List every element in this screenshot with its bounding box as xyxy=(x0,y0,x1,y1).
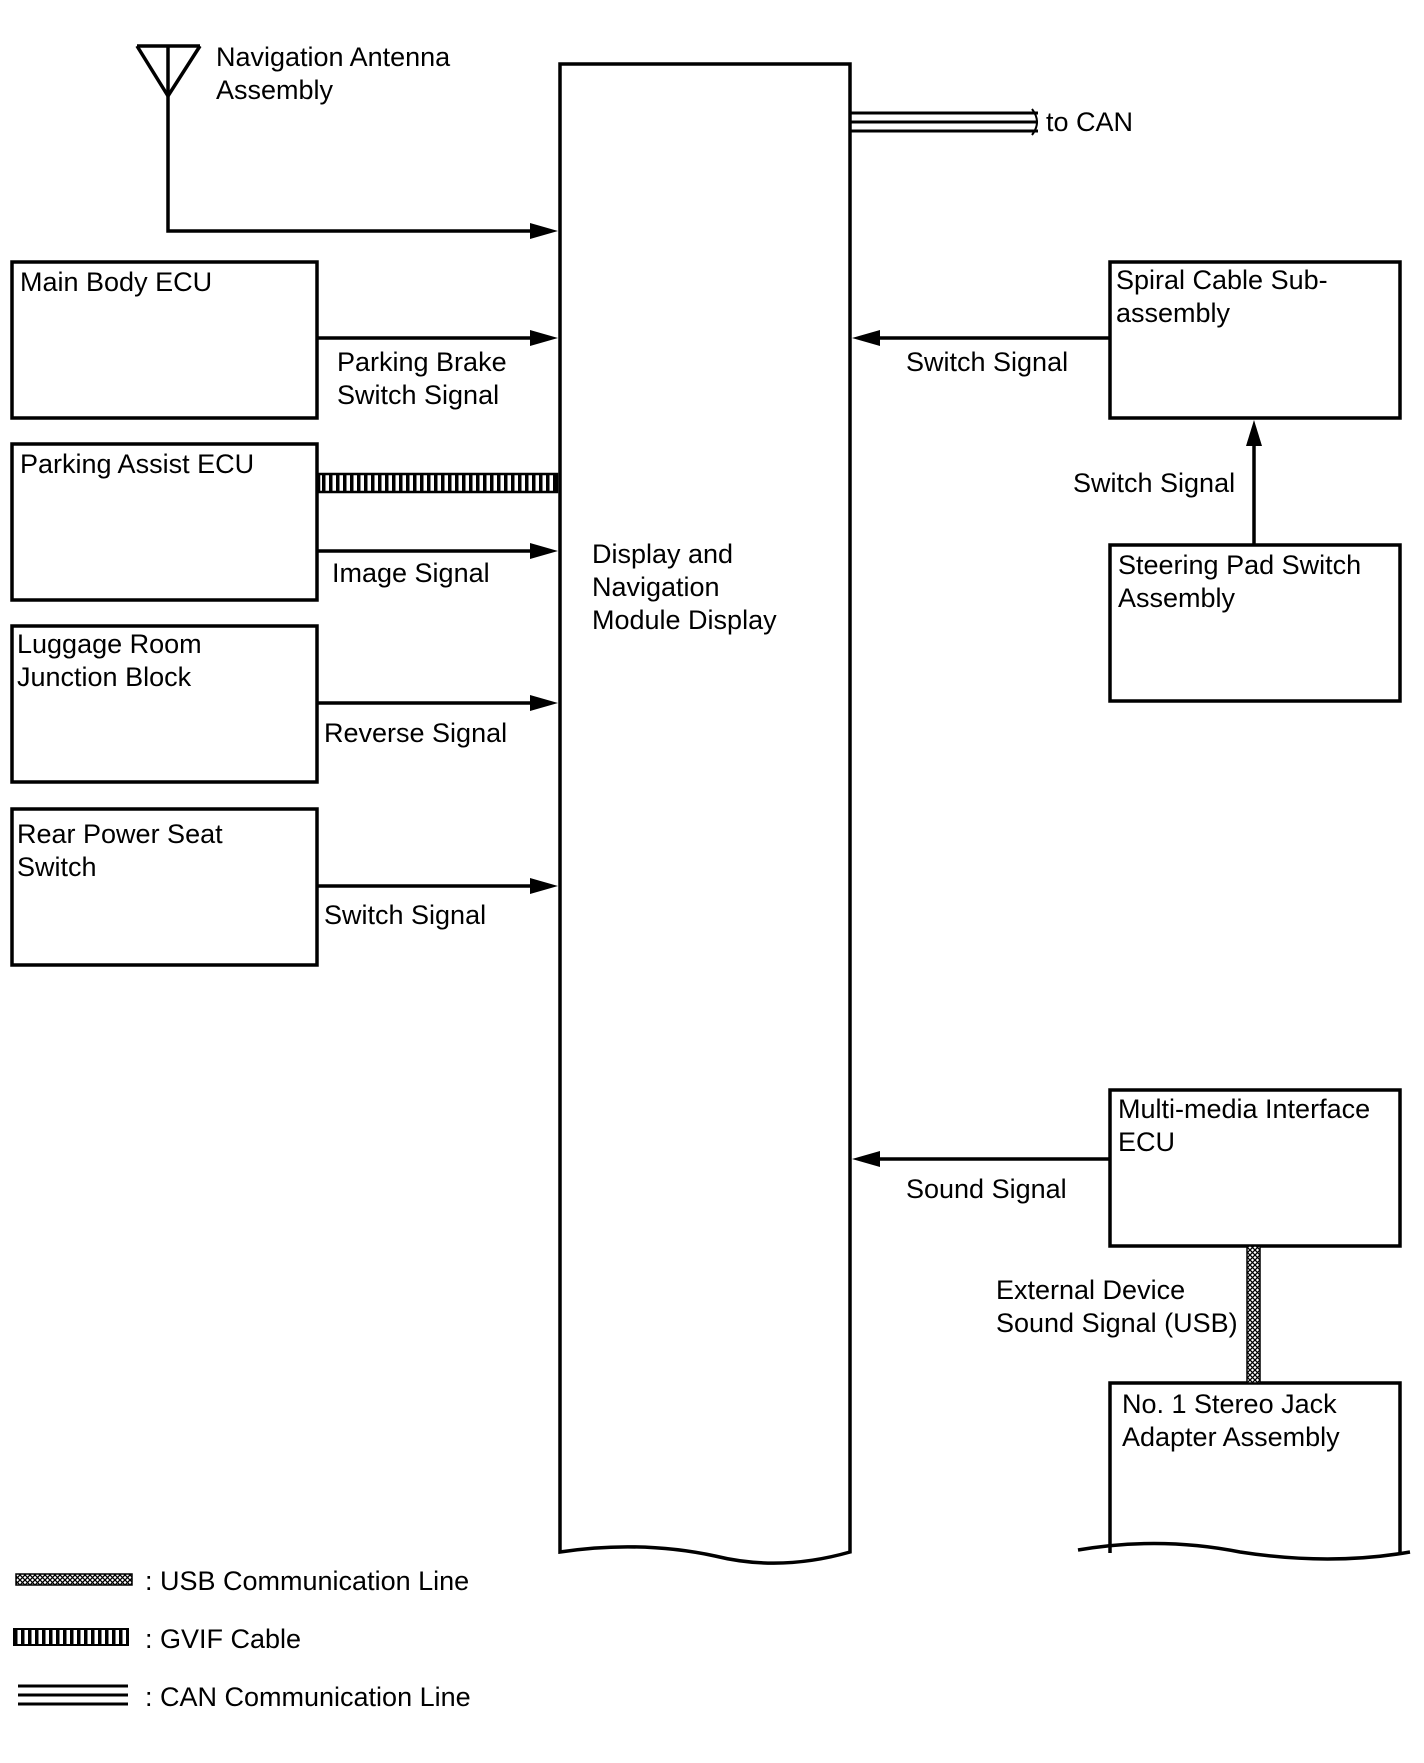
multimedia-ecu-label-1: Multi-media Interface xyxy=(1118,1094,1370,1124)
antenna-icon xyxy=(135,44,202,100)
can-line xyxy=(850,108,1038,136)
rear-seat-switch-arrowhead xyxy=(530,878,558,894)
antenna-arrowhead xyxy=(530,223,558,239)
image-signal-label: Image Signal xyxy=(332,558,490,588)
main-unit-label-2: Navigation xyxy=(592,572,720,602)
steering-switch-arrowhead xyxy=(1246,420,1262,446)
parking-assist-ecu-box xyxy=(10,442,319,602)
rear-power-seat-label-2: Switch xyxy=(17,852,97,882)
legend-gvif-label: : GVIF Cable xyxy=(145,1624,301,1654)
spiral-cable-label-2: assembly xyxy=(1116,298,1231,328)
legend-can-label: : CAN Communication Line xyxy=(145,1682,471,1712)
parking-brake-label-2: Switch Signal xyxy=(337,380,499,410)
steering-pad-box xyxy=(1108,543,1402,703)
main-body-ecu-box xyxy=(10,260,319,420)
steering-switch-label: Switch Signal xyxy=(1073,468,1235,498)
steering-pad-label-2: Assembly xyxy=(1118,583,1236,613)
main-unit-label-1: Display and xyxy=(592,539,733,569)
spiral-cable-box xyxy=(1108,260,1402,420)
parking-brake-arrowhead xyxy=(530,330,558,346)
luggage-room-jb-label-1: Luggage Room xyxy=(17,629,202,659)
luggage-room-jb-label-2: Junction Block xyxy=(17,662,192,692)
antenna-wire xyxy=(166,96,530,233)
main-unit-box xyxy=(558,62,852,1565)
luggage-room-jb-box xyxy=(10,624,319,784)
main-unit-label-3: Module Display xyxy=(592,605,777,635)
steering-pad-label-1: Steering Pad Switch xyxy=(1118,550,1361,580)
stereo-jack-label-1: No. 1 Stereo Jack xyxy=(1122,1389,1337,1419)
antenna-label-2: Assembly xyxy=(216,75,334,105)
external-device-label-1: External Device xyxy=(996,1275,1185,1305)
to-can-label: to CAN xyxy=(1046,107,1133,137)
image-signal-arrowhead xyxy=(530,543,558,559)
legend-usb-label: : USB Communication Line xyxy=(145,1566,469,1596)
gvif-cable xyxy=(317,472,559,494)
spiral-switch-arrowhead xyxy=(852,330,880,346)
multimedia-ecu-label-2: ECU xyxy=(1118,1127,1175,1157)
legend-can-swatch xyxy=(18,1684,128,1706)
legend-usb-swatch xyxy=(15,1573,133,1586)
rear-power-seat-label-1: Rear Power Seat xyxy=(17,819,223,849)
antenna-label-1: Navigation Antenna xyxy=(216,42,451,72)
reverse-signal-label: Reverse Signal xyxy=(324,718,507,748)
stereo-jack-label-2: Adapter Assembly xyxy=(1122,1422,1340,1452)
legend-gvif-swatch xyxy=(13,1628,129,1646)
spiral-switch-label: Switch Signal xyxy=(906,347,1068,377)
rear-seat-switch-label: Switch Signal xyxy=(324,900,486,930)
multimedia-ecu-box xyxy=(1108,1088,1402,1248)
usb-line-vertical xyxy=(1246,1245,1261,1384)
stereo-jack-wavy-edge xyxy=(1077,1541,1411,1561)
parking-brake-label-1: Parking Brake xyxy=(337,347,507,377)
spiral-cable-label-1: Spiral Cable Sub- xyxy=(1116,265,1328,295)
main-body-ecu-label: Main Body ECU xyxy=(20,267,212,297)
sound-signal-arrowhead xyxy=(852,1151,880,1167)
external-device-label-2: Sound Signal (USB) xyxy=(996,1308,1238,1338)
parking-assist-ecu-label: Parking Assist ECU xyxy=(20,449,254,479)
sound-signal-label: Sound Signal xyxy=(906,1174,1067,1204)
reverse-signal-arrowhead xyxy=(530,695,558,711)
